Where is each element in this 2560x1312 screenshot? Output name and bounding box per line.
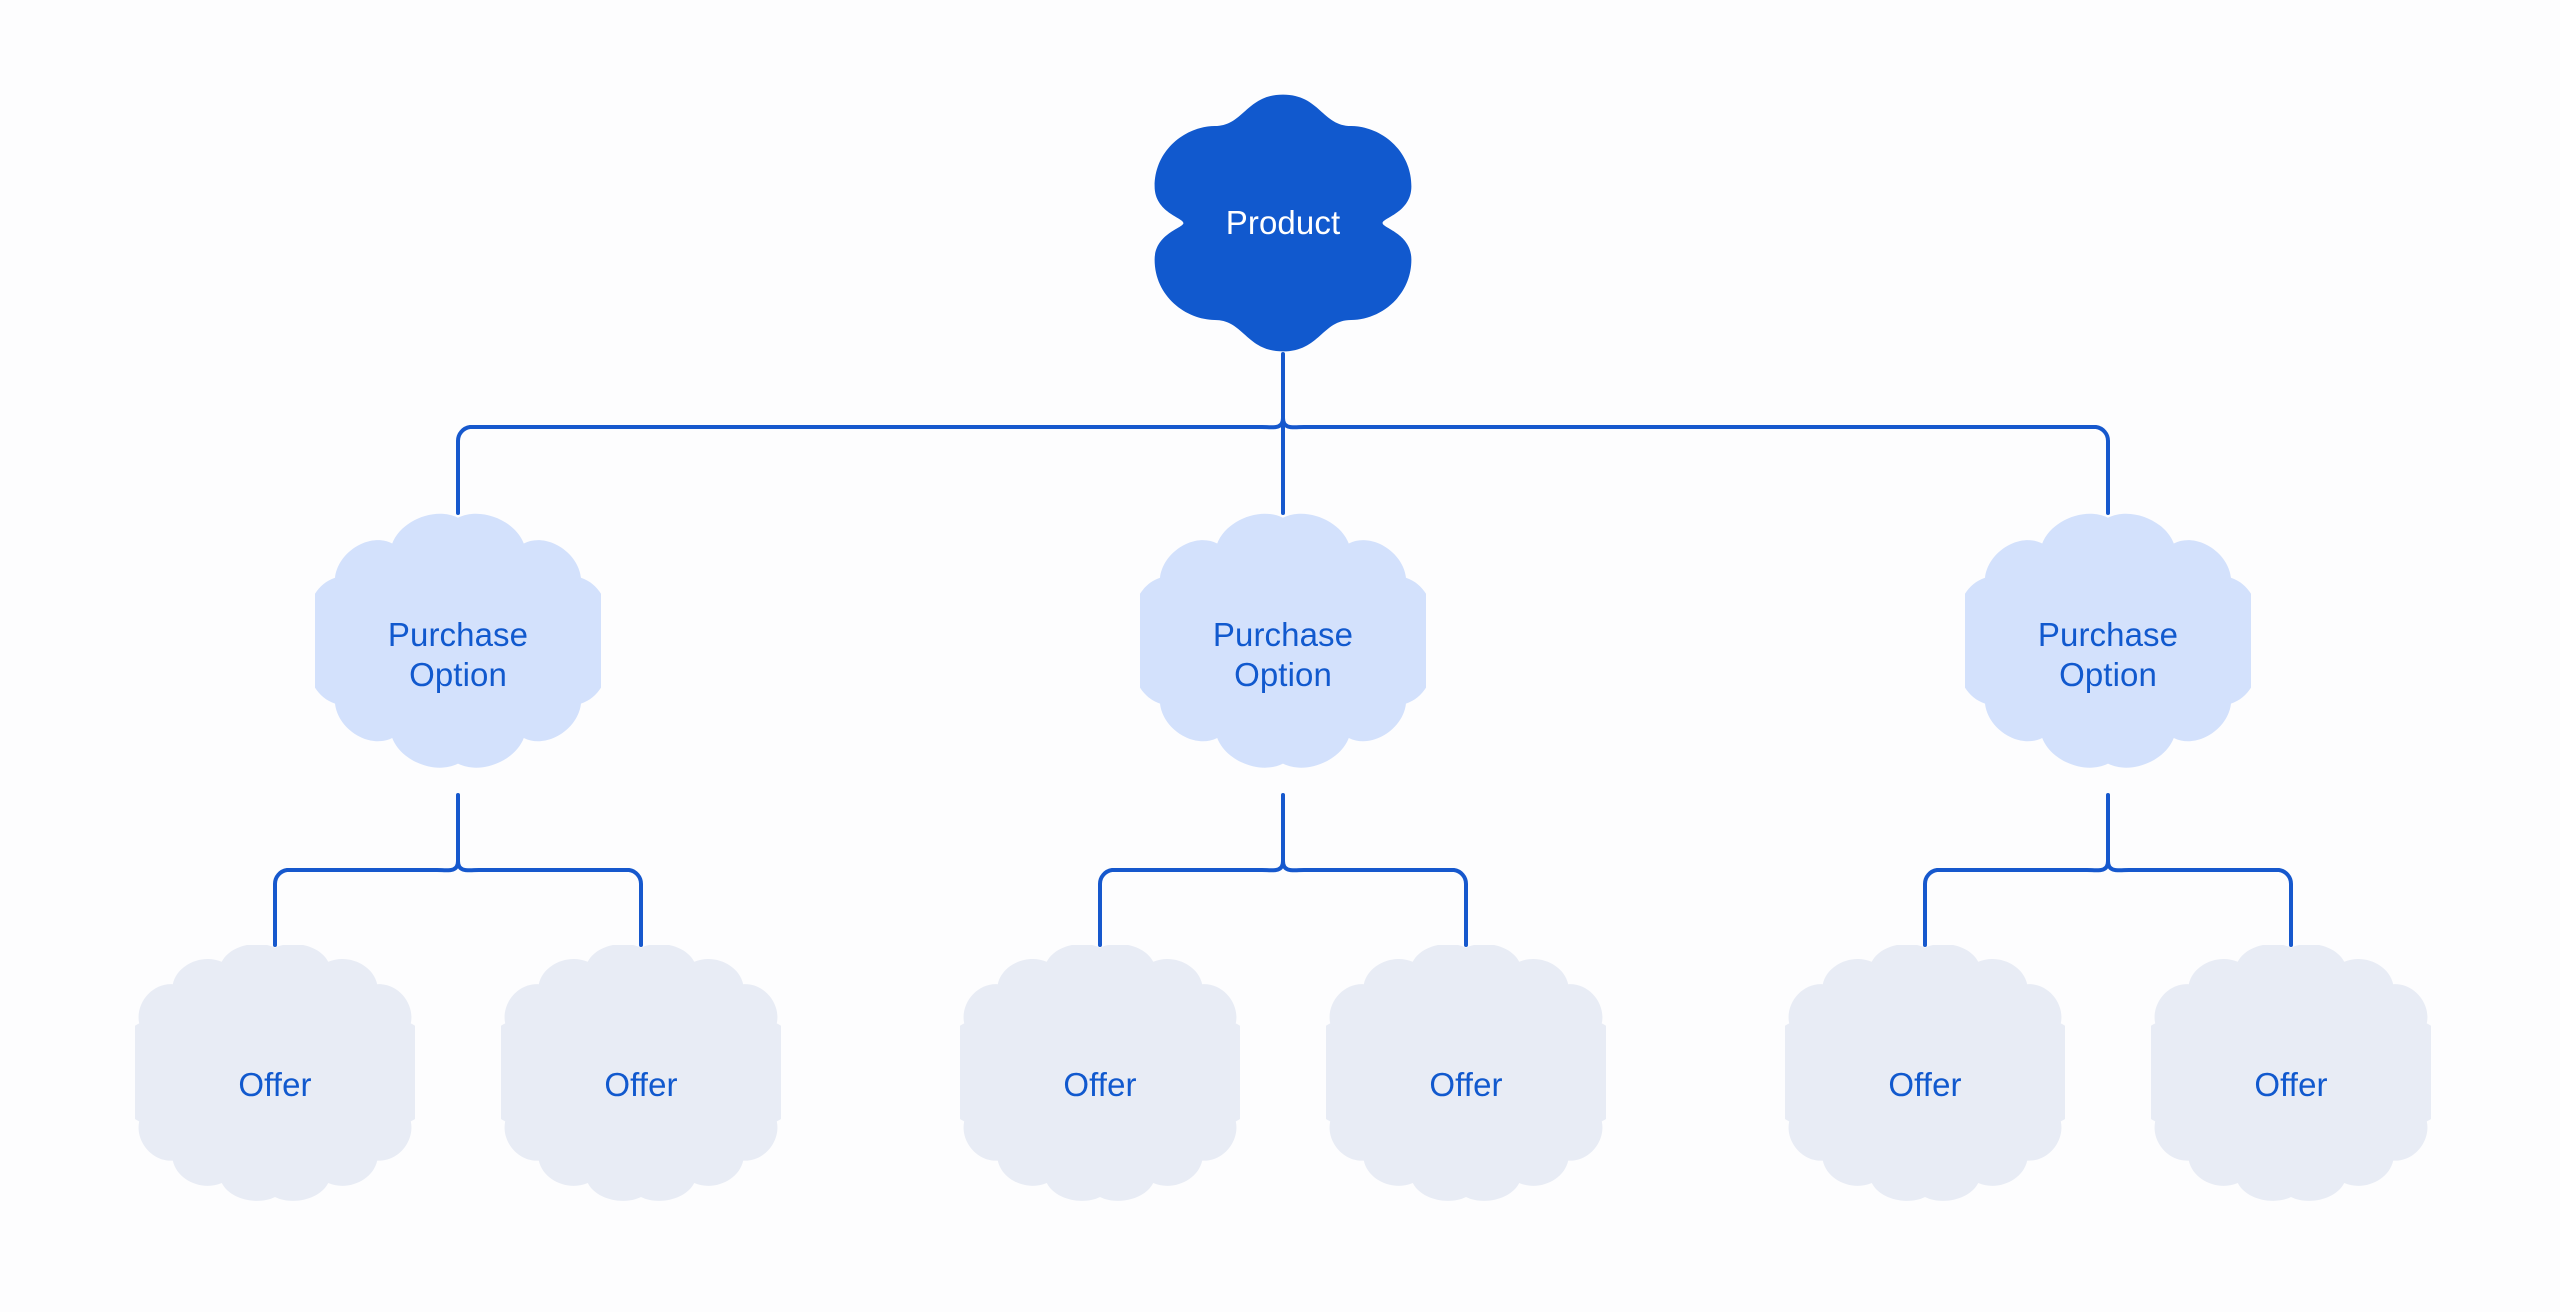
connector-option1-branch-right [456,859,644,947]
connector-option3-branch-left [1922,859,2110,947]
offer-blob-shape [501,945,781,1201]
node-purchase-option-3[interactable]: Purchase Option [1965,512,2251,798]
purchase-option-blob-shape [1140,513,1426,768]
offer-blob-shape [1785,945,2065,1201]
purchase-option-blob-shape [1965,513,2251,768]
node-offer-2-2[interactable]: Offer [1326,945,1606,1225]
connector-option3-branch-right [2106,859,2294,947]
offer-blob-shape [2151,945,2431,1201]
node-purchase-option-1[interactable]: Purchase Option [315,512,601,798]
product-blob-shape [1154,94,1412,352]
node-offer-1-2[interactable]: Offer [501,945,781,1225]
node-offer-2-1[interactable]: Offer [960,945,1240,1225]
connector-option2-branch-right [1281,859,1469,947]
node-purchase-option-2[interactable]: Purchase Option [1140,512,1426,798]
offer-blob-shape [135,945,415,1201]
offer-blob-shape [960,945,1240,1201]
connector-bus-level2-right [1281,416,2111,515]
offer-blob-shape [1326,945,1606,1201]
connector-bus-level2-left [455,416,1285,515]
node-offer-3-1[interactable]: Offer [1785,945,2065,1225]
purchase-option-blob-shape [315,513,601,768]
connector-option2-branch-left [1097,859,1285,947]
node-offer-3-2[interactable]: Offer [2151,945,2431,1225]
node-offer-1-1[interactable]: Offer [135,945,415,1225]
node-product[interactable]: Product [1152,92,1414,354]
connector-option1-branch-left [272,859,460,947]
